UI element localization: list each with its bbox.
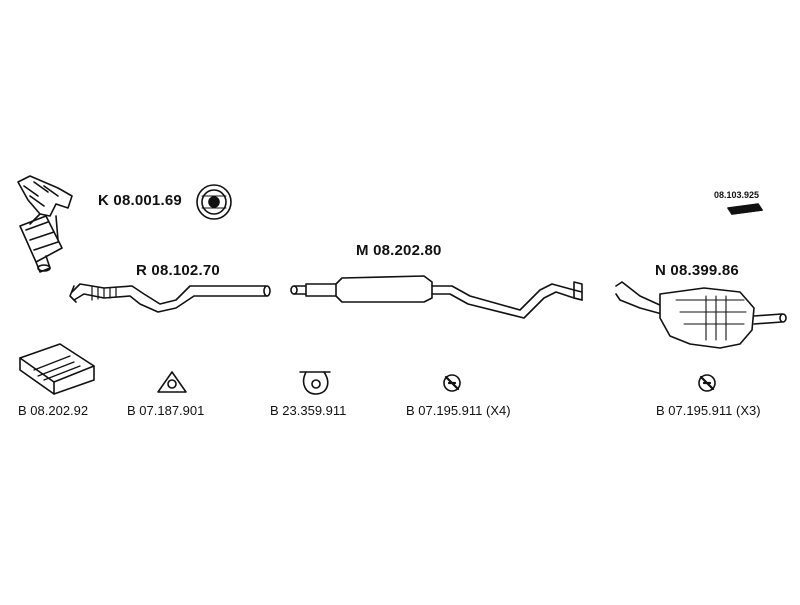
accessory-label: B 08.202.92 <box>18 403 89 418</box>
assembly-kit-box-icon <box>19 343 95 395</box>
accessory-label: B 07.195.911 (X4) <box>406 403 511 418</box>
certification-seal-icon <box>196 184 232 220</box>
rear-silencer-code-label: N 08.399.86 <box>655 262 739 279</box>
rubber-hanger-icon <box>443 374 461 392</box>
rubber-hanger-icon <box>698 374 716 392</box>
accessory-label: B 23.359.911 <box>270 403 347 418</box>
middle-silencer-code-label: M 08.202.80 <box>356 242 442 259</box>
mounting-kit-icon <box>727 203 763 215</box>
front-pipe-icon <box>69 283 271 313</box>
mounting-kit-code-label: 08.103.925 <box>714 190 760 200</box>
catalyst-code-label: K 08.001.69 <box>98 192 182 209</box>
rear-silencer-icon <box>615 281 787 349</box>
catalytic-converter-icon <box>17 175 73 273</box>
accessory-label: B 07.187.901 <box>127 403 205 418</box>
pipe-clamp-icon <box>299 371 331 395</box>
triangular-gasket-icon <box>157 371 187 393</box>
middle-silencer-icon <box>290 275 583 319</box>
front-pipe-code-label: R 08.102.70 <box>136 262 220 279</box>
accessory-label: B 07.195.911 (X3) <box>656 403 761 418</box>
